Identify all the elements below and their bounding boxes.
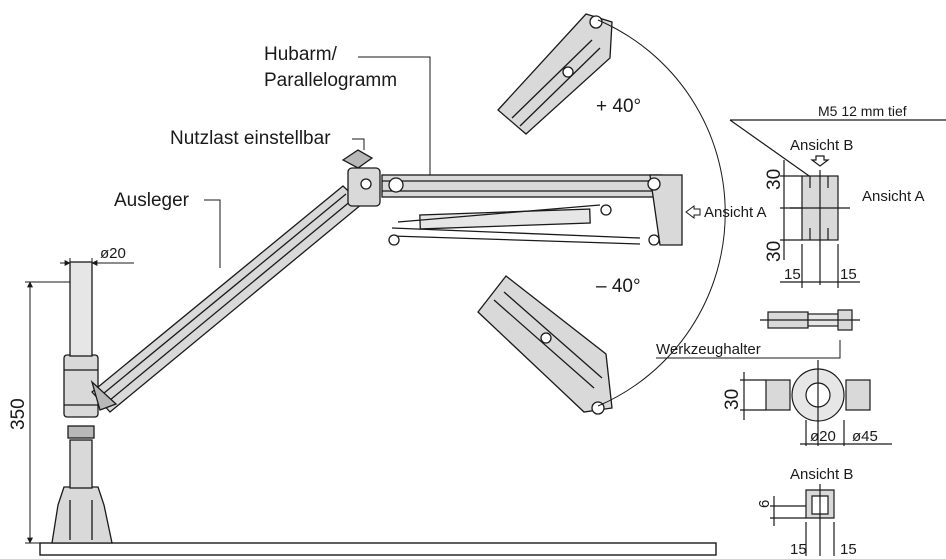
dimension-d20-pillar (60, 258, 134, 270)
label-werkzeughalter: Werkzeughalter (656, 341, 761, 358)
swing-arc (597, 19, 726, 407)
label-angle-down: – 40° (596, 276, 641, 297)
label-nutzlast: Nutzlast einstellbar (170, 128, 331, 149)
boom-arm (90, 185, 363, 413)
label-ansicht-a: Ansicht A (862, 188, 925, 205)
label-hubarm-line1: Hubarm/ (264, 44, 337, 65)
detail-view-bottom (770, 484, 835, 556)
dim-d20-pillar: ø20 (100, 245, 126, 262)
dim-d45: ø45 (852, 428, 878, 445)
dim-350: 350 (8, 398, 29, 430)
label-angle-up: + 40° (596, 96, 642, 117)
label-ansicht-b-top: Ansicht B (790, 137, 854, 154)
dim-bottom-15a: 15 (790, 541, 807, 558)
lift-arm (381, 174, 683, 246)
label-ansicht-b-bottom: Ansicht B (790, 466, 854, 483)
label-ansicht-a-arrow: Ansicht A (704, 204, 767, 221)
dimension-350 (25, 281, 70, 544)
adjust-knob (341, 149, 381, 207)
detail-view-top (729, 119, 946, 288)
dim-bottom-6: 6 (756, 499, 773, 508)
label-ausleger: Ausleger (114, 190, 189, 211)
base-plate (39, 542, 717, 556)
dim-bottom-15b: 15 (840, 541, 857, 558)
lift-arm-upper (497, 13, 613, 135)
dim-top-30b: 30 (764, 240, 785, 262)
lift-arm-lower (477, 275, 613, 415)
tool-holder-top (740, 360, 892, 446)
view-a-arrow (685, 205, 701, 219)
dim-d20: ø20 (810, 428, 836, 445)
dim-holder-30: 30 (722, 388, 743, 410)
dim-top-30a: 30 (764, 168, 785, 190)
tool-holder-side (760, 309, 860, 331)
label-hubarm-line2: Parallelogramm (264, 70, 398, 91)
dim-top-15a: 15 (784, 266, 801, 283)
label-m5-note: M5 12 mm tief (818, 103, 907, 119)
leader-lines (204, 56, 841, 359)
dim-top-15b: 15 (840, 266, 857, 283)
column-assembly (51, 261, 113, 544)
